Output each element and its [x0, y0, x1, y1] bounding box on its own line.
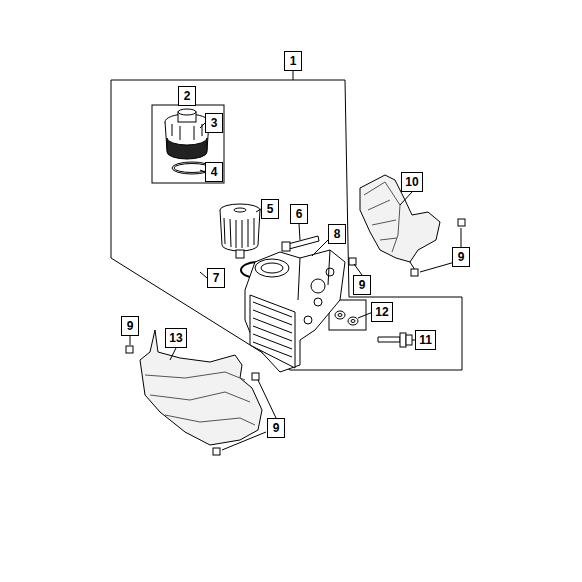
callout-number: 6: [290, 204, 308, 224]
callout-text: 4: [211, 165, 218, 179]
bolt: [282, 236, 319, 251]
heat-shield: [140, 330, 262, 445]
bracket-line: [293, 70, 294, 80]
banjo-bolt: [378, 333, 412, 347]
callout-number: 8: [328, 224, 346, 244]
callout-text: 9: [359, 278, 366, 292]
callout-number: 9: [353, 275, 371, 295]
callout-text: 10: [405, 175, 418, 189]
callout-number: 4: [205, 162, 223, 182]
callout-number: 9: [121, 316, 139, 336]
filter-cap: [165, 109, 209, 159]
callout-number: 3: [205, 113, 223, 133]
washer: [335, 311, 345, 319]
callout-number: 9: [267, 418, 285, 438]
callout-number: 11: [415, 330, 436, 350]
callout-number: 1: [284, 51, 302, 71]
callout-text: 7: [213, 271, 220, 285]
callout-text: 11: [419, 333, 432, 347]
bolt: [126, 219, 465, 455]
callout-number: 12: [371, 302, 393, 322]
assembly-bracket: [111, 80, 462, 370]
callout-number: 9: [452, 247, 470, 267]
callout-text: 12: [375, 305, 388, 319]
heat-shield: [360, 175, 440, 270]
callout-number: 7: [207, 268, 225, 288]
washer: [348, 317, 358, 325]
callout-text: 5: [267, 202, 274, 216]
callout-text: 6: [296, 207, 303, 221]
group-bracket: [152, 105, 224, 183]
callout-text: 8: [334, 227, 341, 241]
callout-text: 9: [127, 319, 134, 333]
callout-number: 13: [165, 328, 187, 348]
callout-text: 9: [273, 421, 280, 435]
leader-line: [130, 123, 461, 450]
callout-text: 2: [184, 89, 191, 103]
callout-number: 2: [178, 86, 196, 106]
oil-filter-housing: [245, 250, 345, 372]
callout-number: 10: [401, 172, 423, 192]
filter-element: [220, 204, 260, 258]
callout-text: 1: [290, 54, 297, 68]
callout-text: 13: [169, 331, 182, 345]
callout-text: 3: [211, 116, 218, 130]
callout-text: 9: [458, 250, 465, 264]
callout-number: 5: [261, 199, 279, 219]
